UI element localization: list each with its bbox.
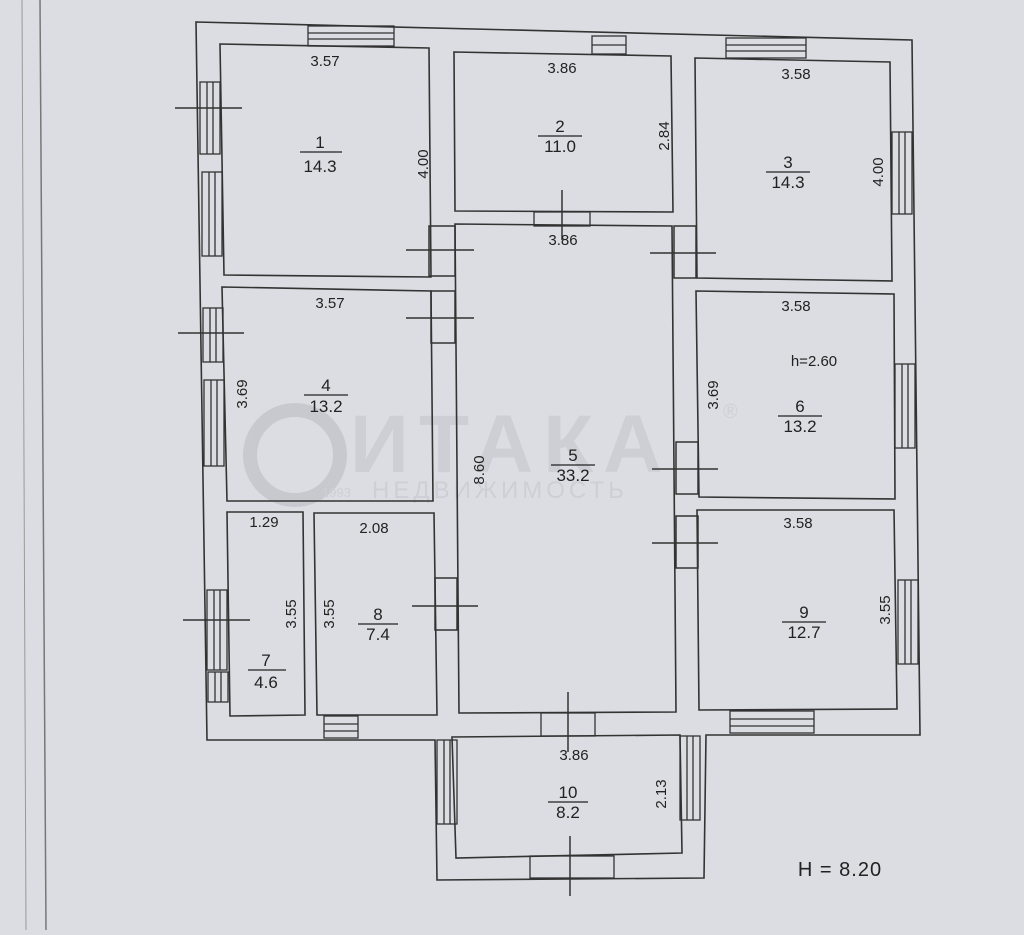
building-height-label: H = 8.20 <box>798 859 882 881</box>
room-8: 8 7.4 2.08 3.55 <box>321 520 398 644</box>
room-length: 2.84 <box>656 121 673 150</box>
room-1: 1 14.3 3.57 4.00 <box>300 53 432 179</box>
door-marks <box>175 107 718 896</box>
room-number: 10 <box>559 783 578 802</box>
room-area: 14.3 <box>771 173 804 192</box>
exterior-wall <box>195 21 921 881</box>
watermark: ИТАКА ® 1993 НЕДВИЖИМОСТЬ <box>243 399 738 507</box>
room-number: 2 <box>555 117 564 136</box>
room-9: 9 12.7 3.58 3.55 <box>782 515 894 642</box>
window <box>891 131 913 215</box>
window <box>725 37 807 59</box>
room-length: 3.55 <box>321 599 338 628</box>
room-width: 3.58 <box>781 298 810 315</box>
window <box>206 589 228 671</box>
room-width: 1.29 <box>249 514 278 531</box>
window <box>207 671 229 703</box>
room-width: 3.86 <box>559 747 588 764</box>
room-number: 4 <box>321 376 330 395</box>
room-5: 5 33.2 3.86 8.60 <box>471 232 595 485</box>
room-outlines <box>219 43 898 717</box>
window <box>591 35 627 55</box>
room-number: 8 <box>373 605 382 624</box>
watermark-year: 1993 <box>322 485 351 500</box>
page-edge-line <box>21 0 27 931</box>
room-number: 3 <box>783 153 792 172</box>
watermark-brand: ИТАКА <box>350 399 672 490</box>
room-width: 3.57 <box>315 295 344 312</box>
room-area: 33.2 <box>556 466 589 485</box>
room-length: 3.69 <box>234 379 251 408</box>
room-length: 3.55 <box>877 595 894 624</box>
room-width: 3.86 <box>548 232 577 249</box>
page-edge-line <box>39 0 47 931</box>
room-area: 13.2 <box>309 397 342 416</box>
room-number: 7 <box>261 651 270 670</box>
room-width: 3.86 <box>547 60 576 77</box>
room-area: 12.7 <box>787 623 820 642</box>
room-area: 14.3 <box>303 157 336 176</box>
window <box>199 81 221 155</box>
window <box>203 379 225 467</box>
watermark-logo-icon <box>243 403 347 507</box>
room-length: 2.13 <box>653 779 670 808</box>
room-number: 1 <box>315 133 324 152</box>
window <box>323 715 359 739</box>
room-length: 3.55 <box>283 599 300 628</box>
window <box>529 855 615 879</box>
room-number: 9 <box>799 603 808 622</box>
window <box>897 579 919 665</box>
window <box>679 735 701 821</box>
room-length: 4.00 <box>415 149 432 178</box>
room-length: 3.69 <box>705 380 722 409</box>
room-10: 10 8.2 3.86 2.13 <box>548 747 670 822</box>
room-3: 3 14.3 3.58 4.00 <box>766 66 887 192</box>
window <box>729 710 815 734</box>
window <box>436 739 458 825</box>
room-area: 11.0 <box>544 137 576 156</box>
ceiling-height: h=2.60 <box>791 353 837 370</box>
window <box>202 307 224 363</box>
room-4: 4 13.2 3.57 3.69 <box>234 295 348 416</box>
watermark-subtitle: НЕДВИЖИМОСТЬ <box>372 477 628 504</box>
room-number: 5 <box>568 446 577 465</box>
room-7: 7 4.6 1.29 3.55 <box>248 514 300 692</box>
room-2: 2 11.0 3.86 2.84 <box>538 60 673 156</box>
room-labels: 1 14.3 3.57 4.00 2 11.0 3.86 2.84 3 14.3… <box>234 53 894 822</box>
room-width: 3.58 <box>781 66 810 83</box>
room-length: 8.60 <box>471 455 488 484</box>
window <box>894 363 916 449</box>
room-6: h=2.60 6 13.2 3.58 3.69 <box>705 298 837 436</box>
watermark-reg-mark: ® <box>723 401 738 423</box>
room-width: 3.58 <box>783 515 812 532</box>
window <box>307 25 395 47</box>
room-width: 2.08 <box>359 520 388 537</box>
room-length: 4.00 <box>870 157 887 186</box>
room-width: 3.57 <box>310 53 339 70</box>
room-number: 6 <box>795 397 804 416</box>
room-area: 8.2 <box>556 803 580 822</box>
windows <box>199 25 919 879</box>
window <box>201 171 223 257</box>
room-area: 7.4 <box>366 625 390 644</box>
room-area: 13.2 <box>783 417 816 436</box>
room-area: 4.6 <box>254 673 278 692</box>
